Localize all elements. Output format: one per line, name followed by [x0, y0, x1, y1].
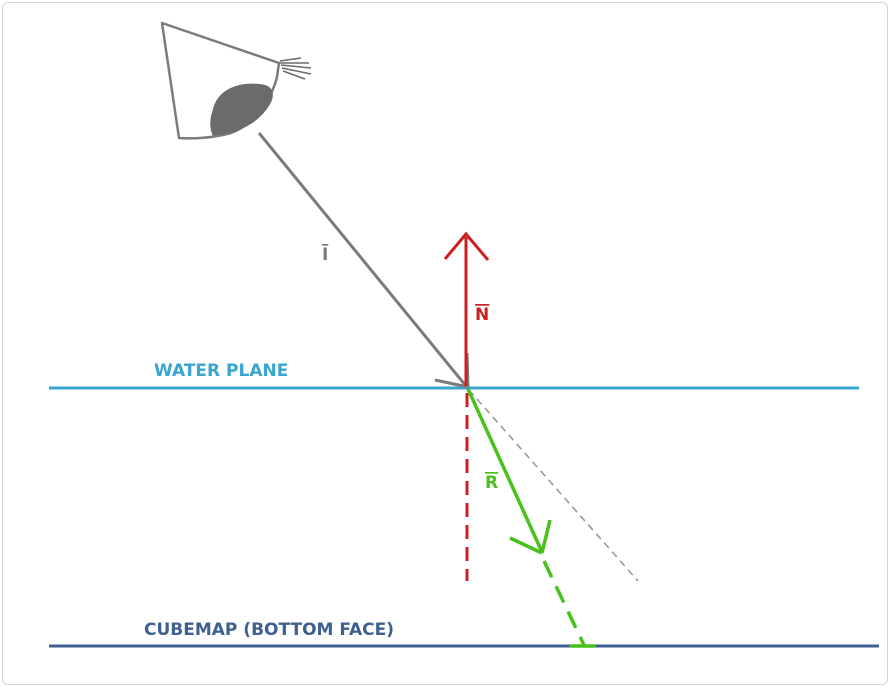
refraction-diagram: WATER PLANE CUBEMAP (BOTTOM FACE) I: [49, 21, 879, 648]
eyelash-icon: [279, 57, 312, 80]
incident-extension-dashed: [468, 389, 639, 582]
water-plane-label: WATER PLANE: [154, 361, 288, 381]
incident-vector-label: I: [322, 245, 328, 265]
eye-icon: [160, 21, 312, 140]
cubemap-label: CUBEMAP (BOTTOM FACE): [144, 620, 394, 640]
normal-vector: [443, 231, 490, 581]
normal-vector-label: N: [475, 305, 489, 325]
incident-vector: [257, 132, 470, 389]
refracted-vector: [466, 388, 596, 648]
refracted-vector-label: R: [485, 473, 498, 493]
